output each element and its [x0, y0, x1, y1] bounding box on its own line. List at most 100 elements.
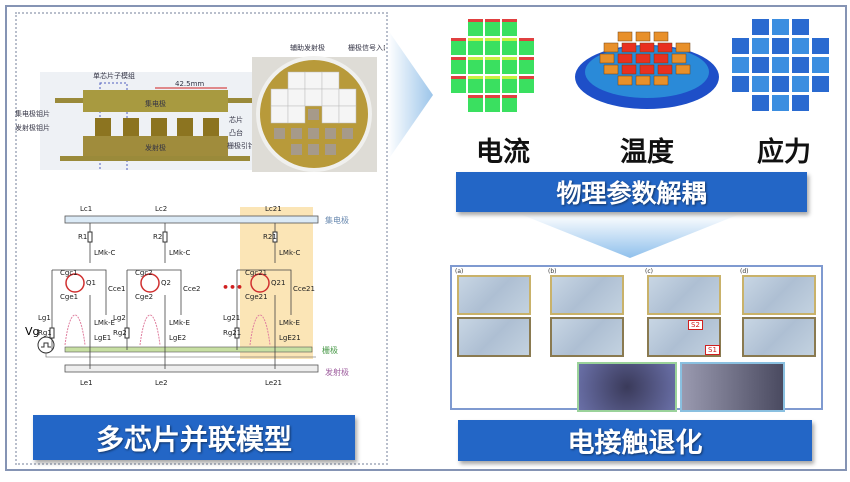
circuit-branch: Lc1R1LMk-CCgc1Q1Cce1Cge1Lg1Rg1LMk-ELgE1L… — [38, 205, 126, 387]
current-cell — [519, 57, 534, 74]
temperature-chip — [621, 42, 637, 53]
circuit-component-label: Cge2 — [135, 293, 153, 301]
stress-cell — [772, 38, 789, 54]
boss-label: 凸台 — [229, 128, 243, 137]
circuit-component-label: Lc21 — [265, 205, 282, 213]
circuit-component-label: Rg2 — [113, 329, 127, 337]
temperature-chip — [653, 53, 669, 64]
circuit-component-label: Le2 — [155, 379, 168, 387]
emitter-label: 发射极 — [145, 143, 166, 152]
temperature-chip — [639, 42, 655, 53]
current-cell — [468, 76, 483, 93]
temperature-chip — [603, 64, 619, 75]
current-cell — [485, 19, 500, 36]
circuit-branch: Lc2R2LMk-CCgc2Q2Cce2Cge2Lg2Rg2LMk-ELgE2L… — [113, 205, 201, 387]
circuit-component-label: Le1 — [80, 379, 93, 387]
circuit-component-label: Rg1 — [38, 329, 52, 337]
stress-cell — [752, 76, 769, 92]
ellipsis: ••• — [222, 281, 243, 294]
temperature-chip — [621, 64, 637, 75]
current-cell — [502, 76, 517, 93]
gate-signal-label: 栅极信号入口 — [348, 43, 385, 52]
circuit-component-label: Lc2 — [155, 205, 167, 213]
circuit-component-label: LgE21 — [279, 334, 301, 342]
stress-cell — [792, 57, 809, 73]
module-photo: 辅助发射极 栅极信号入口 — [252, 43, 385, 172]
stress-cell — [772, 19, 789, 35]
collector-moly-label: 集电极钼片 — [15, 109, 50, 118]
current-cell — [468, 38, 483, 55]
circuit-component-label: LMk-C — [279, 249, 301, 257]
current-cell — [451, 38, 466, 55]
temperature-chip — [599, 53, 615, 64]
micrograph-emitter — [742, 317, 816, 357]
micrograph-collector — [550, 275, 624, 315]
temperature-chip — [657, 42, 673, 53]
circuit-component-label: LMk-C — [169, 249, 191, 257]
stress-cell — [792, 19, 809, 35]
stress-cell — [812, 38, 829, 54]
circuit-component-label: Cgc21 — [245, 269, 267, 277]
aux-emitter-label: 辅助发射极 — [290, 43, 325, 52]
circuit-component-label: Lg1 — [38, 314, 51, 322]
stress-cell — [732, 38, 749, 54]
circuit-component-label: Cge21 — [245, 293, 268, 301]
panel-label: (c) — [645, 268, 653, 275]
degradation-title: 电接触退化 — [458, 420, 812, 461]
current-cell — [519, 76, 534, 93]
circuit-component-label: Lc1 — [80, 205, 92, 213]
stress-cell — [752, 95, 769, 111]
temperature-chip — [635, 31, 651, 42]
temperature-chip — [617, 53, 633, 64]
current-cell — [468, 57, 483, 74]
chip-label: 芯片 — [229, 115, 243, 124]
circuit-component-label: Q2 — [161, 279, 171, 287]
micrograph-zoom-s2 — [577, 362, 677, 412]
current-cell — [451, 76, 466, 93]
temperature-chip — [635, 53, 651, 64]
stress-cell — [812, 57, 829, 73]
gate-pin-label: 栅极引针 — [227, 141, 255, 150]
dimension-label: 42.5mm — [175, 80, 204, 88]
collector-bus — [64, 215, 319, 224]
temperature-chip — [657, 64, 673, 75]
stress-cell — [732, 76, 749, 92]
circuit-component-label: Q21 — [271, 279, 285, 287]
circuit-component-label: Cce1 — [108, 285, 126, 293]
stress-map — [732, 19, 829, 111]
current-cell — [485, 76, 500, 93]
circuit-component-label: Cgc1 — [60, 269, 78, 277]
stress-cell — [792, 95, 809, 111]
source-label: Vg — [25, 325, 40, 338]
circuit-component-label: Cge1 — [60, 293, 78, 301]
collector-label: 集电极 — [145, 99, 166, 108]
temperature-map — [575, 31, 719, 109]
stress-cell — [752, 57, 769, 73]
right-arrow-icon — [388, 30, 433, 160]
transistor-icon — [65, 273, 85, 293]
micrograph-collector — [742, 275, 816, 315]
current-cell — [502, 95, 517, 112]
circuit-component-label: LMk-C — [94, 249, 116, 257]
current-cell — [485, 38, 500, 55]
micrograph-collector — [647, 275, 721, 315]
micrograph-panel: (b) — [548, 268, 626, 358]
circuit-component-label: Q1 — [86, 279, 96, 287]
current-cell — [468, 95, 483, 112]
panel-label: (d) — [740, 268, 749, 275]
temperature-chip — [653, 31, 669, 42]
micrograph-zoom-s1 — [680, 362, 785, 412]
circuit-component-label: R21 — [263, 233, 277, 241]
micrograph-panel: (a) — [455, 268, 533, 358]
micrograph-panel: (d) — [740, 268, 818, 358]
submodule-label: 单芯片子模组 — [93, 71, 135, 80]
emitter-bus — [64, 364, 319, 373]
emitter-moly-label: 发射极钼片 — [15, 123, 50, 132]
circuit-component-label: LMk-E — [169, 319, 190, 327]
transistor-icon — [250, 273, 270, 293]
circuit-component-label: R2 — [153, 233, 162, 241]
temperature-chip — [675, 42, 691, 53]
gate-bus — [64, 346, 313, 353]
micrograph-emitter — [647, 317, 721, 357]
down-arrow-icon — [520, 214, 740, 258]
